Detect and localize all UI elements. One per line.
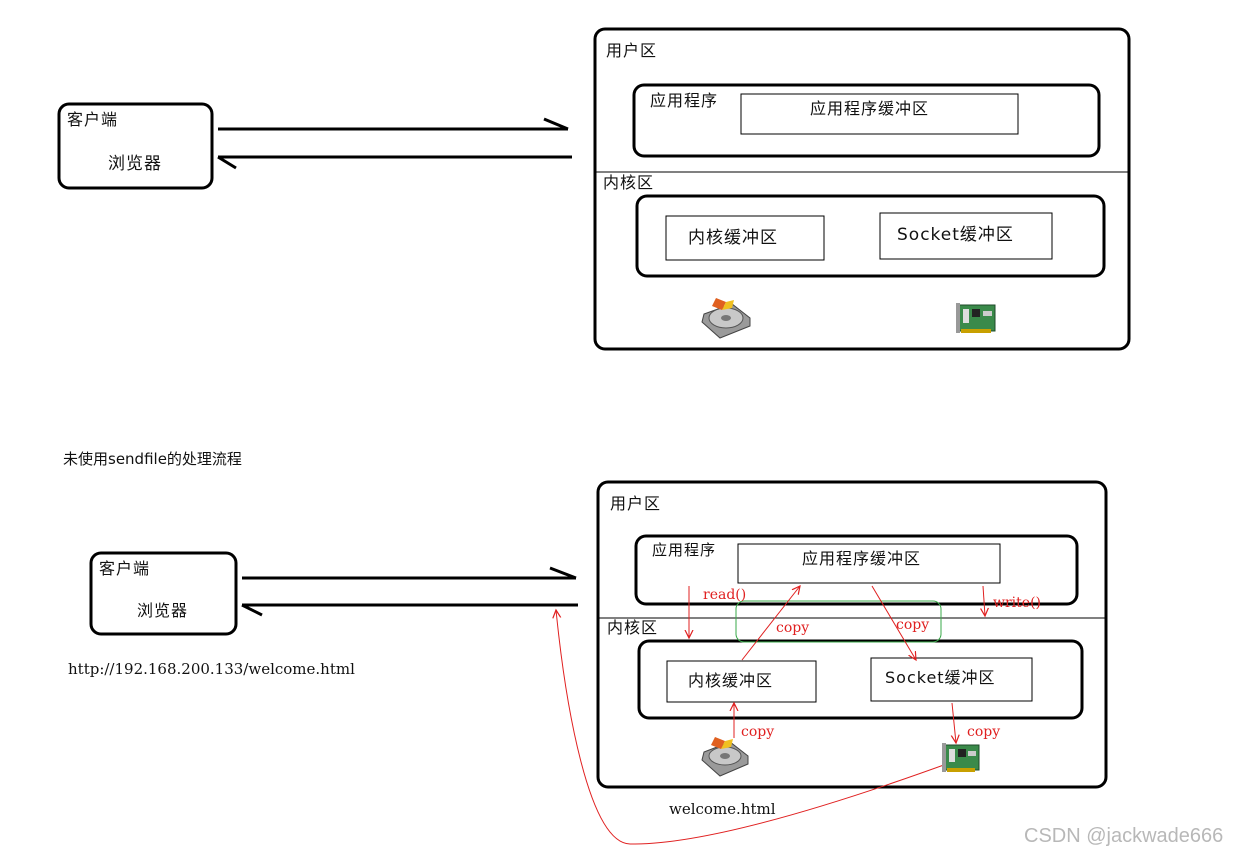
top-socket-buffer-label: Socket缓冲区 <box>897 225 1014 245</box>
file-name-label: welcome.html <box>669 800 776 818</box>
bottom-client-box <box>89 551 238 636</box>
read-call-label: read() <box>703 587 747 603</box>
bottom-browser-label: 浏览器 <box>137 601 189 620</box>
top-app-buffer-label: 应用程序缓冲区 <box>810 99 930 118</box>
top-socket-buffer-box <box>879 212 1053 260</box>
top-response-arrowhead <box>217 155 237 170</box>
write-call-label: write() <box>993 595 1041 611</box>
copy-app-to-socket-label: copy <box>896 617 930 633</box>
top-client-box <box>57 102 214 190</box>
top-app-container <box>632 83 1101 158</box>
bottom-kernel-buffer-label: 内核缓冲区 <box>688 671 774 690</box>
bottom-url: http://192.168.200.133/welcome.html <box>68 660 355 678</box>
copy-disk-to-kernel-label: copy <box>741 724 775 740</box>
bottom-socket-buffer-label: Socket缓冲区 <box>885 668 996 687</box>
top-browser-label: 浏览器 <box>108 154 162 174</box>
bottom-response-arrowhead <box>241 603 263 617</box>
bottom-kernel-container <box>637 639 1084 720</box>
top-app-buffer-box <box>740 93 1019 135</box>
bottom-kernel-zone-label: 内核区 <box>607 618 659 637</box>
top-request-arrowhead <box>543 117 569 131</box>
top-kernel-buffer-label: 内核缓冲区 <box>688 228 778 248</box>
bottom-app-program-label: 应用程序 <box>652 541 717 559</box>
top-user-zone-label: 用户区 <box>606 41 658 60</box>
bottom-app-container <box>634 534 1079 606</box>
copy-socket-to-nic-label: copy <box>967 724 1001 740</box>
nic-to-client-return-curve <box>556 610 953 845</box>
bottom-caption: 未使用sendfile的处理流程 <box>63 450 242 468</box>
bottom-user-zone-label: 用户区 <box>610 494 662 513</box>
bottom-server-box <box>596 480 1108 789</box>
copy-kernel-to-app-label: copy <box>776 620 810 636</box>
bottom-kernel-buffer-box <box>666 660 817 703</box>
top-kernel-buffer-box <box>665 215 825 261</box>
bottom-app-buffer-label: 应用程序缓冲区 <box>802 549 922 568</box>
bottom-socket-buffer-box <box>870 657 1033 702</box>
bottom-client-title: 客户端 <box>99 559 151 578</box>
top-network-card-icon <box>956 303 996 333</box>
kernel-to-app-copy-arrow <box>741 586 800 661</box>
bottom-hard-disk-icon <box>701 737 749 777</box>
top-kernel-zone-label: 内核区 <box>603 173 655 192</box>
top-app-program-label: 应用程序 <box>650 91 719 110</box>
copy-highlight-box <box>735 600 942 643</box>
write-call-arrow <box>983 585 985 616</box>
top-hard-disk-icon <box>701 298 751 339</box>
top-kernel-container <box>635 194 1106 278</box>
app-to-socket-copy-arrow <box>871 585 916 660</box>
top-server-box <box>593 27 1131 351</box>
bottom-request-arrowhead <box>549 566 577 580</box>
bottom-network-card-icon <box>942 743 980 772</box>
top-client-title: 客户端 <box>67 110 119 129</box>
bottom-app-buffer-box <box>737 543 1001 584</box>
watermark: CSDN @jackwade666 <box>1024 825 1224 847</box>
socket-to-nic-copy-arrow <box>952 702 956 743</box>
